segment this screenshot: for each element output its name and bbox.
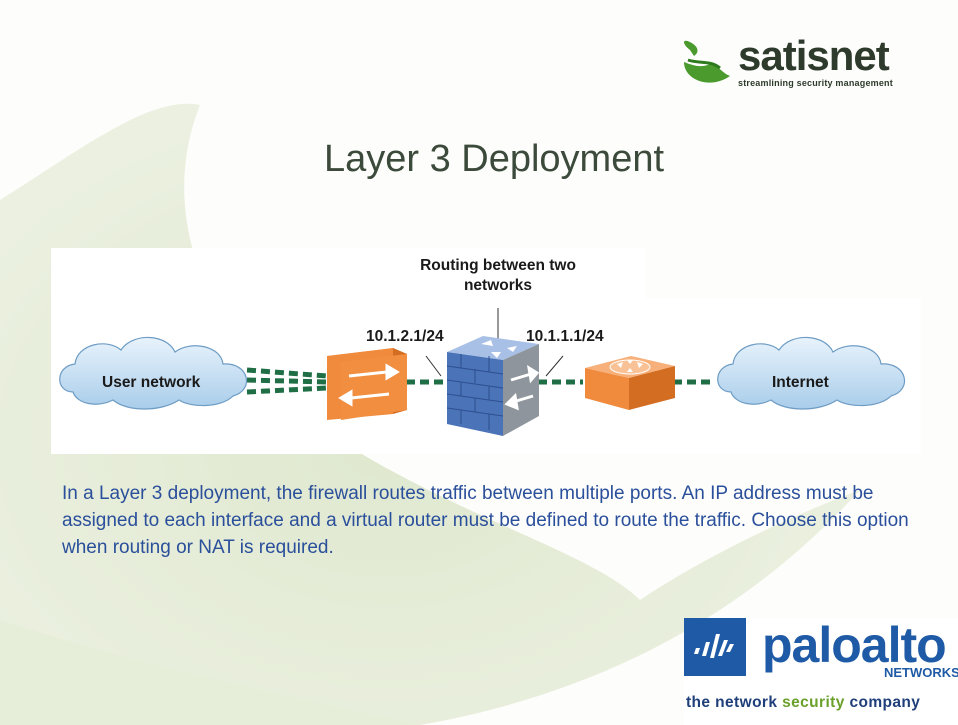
satisnet-logo: satisnet streamlining security managemen… (680, 32, 930, 96)
paloalto-mark-icon (684, 618, 746, 676)
paloalto-logo: paloalto NETWORKS the network security c… (684, 617, 958, 725)
right-ip-label: 10.1.1.1/24 (526, 328, 604, 345)
callout-lines (425, 308, 564, 377)
network-links (246, 367, 715, 395)
left-ip-label: 10.1.2.1/24 (366, 328, 444, 345)
paloalto-tagline: the network security company (686, 694, 921, 711)
user-network-label: User network (102, 374, 201, 391)
internet-cloud (717, 336, 906, 410)
user-network-cloud (59, 336, 248, 410)
paloalto-wordmark: paloalto (762, 617, 947, 673)
routing-label: Routing between two networks (420, 257, 576, 294)
internet-label: Internet (772, 374, 829, 391)
slide-description: In a Layer 3 deployment, the firewall ro… (62, 483, 909, 558)
paloalto-networks-text: NETWORKS (884, 665, 958, 680)
satisnet-wordmark: satisnet (738, 32, 890, 79)
satisnet-tagline: streamlining security management (738, 78, 893, 88)
firewall-icon (446, 336, 540, 436)
switch-icon (327, 348, 407, 420)
network-diagram (59, 308, 906, 436)
slide-title: Layer 3 Deployment (323, 138, 665, 180)
satisnet-leaf-icon (684, 40, 730, 83)
router-icon (585, 356, 675, 410)
